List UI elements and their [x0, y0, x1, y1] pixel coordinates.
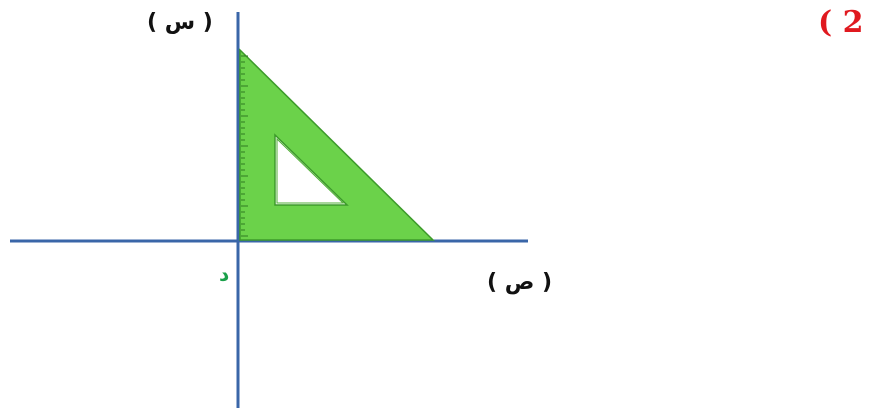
- origin-label: د: [219, 262, 230, 286]
- set-square-body: [239, 48, 435, 241]
- horizontal-axis-label: ( ص ): [487, 270, 553, 295]
- vertical-axis-label: ( س ): [147, 10, 213, 35]
- question-number: ( 2: [818, 5, 864, 40]
- set-square: [239, 48, 435, 241]
- ruler-scale: [241, 55, 248, 237]
- set-square-inner-cutout-edge: [276, 137, 345, 204]
